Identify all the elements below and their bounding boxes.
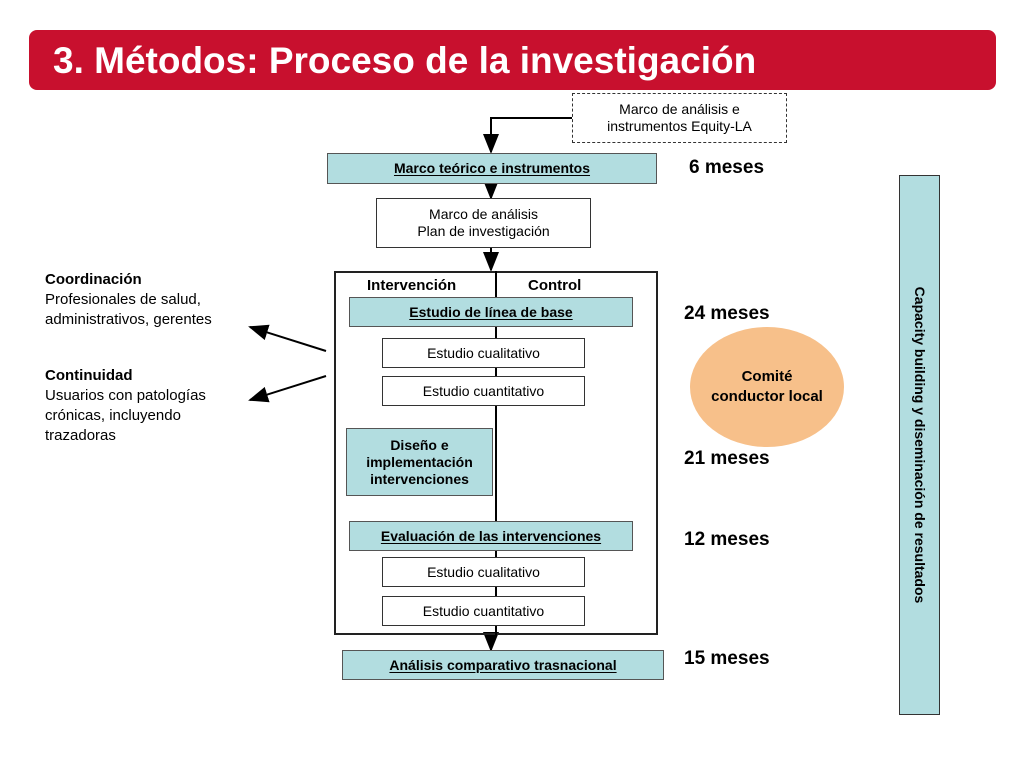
cuantitativo-2-label: Estudio cuantitativo <box>422 602 545 619</box>
equity-la-box: Marco de análisis e instrumentos Equity-… <box>572 93 787 143</box>
duration-label: 12 meses <box>684 529 770 550</box>
page-title: 3. Métodos: Proceso de la investigación <box>53 40 757 81</box>
coordinacion-line: Profesionales de salud, <box>45 291 201 308</box>
intervencion-label: Intervención <box>367 277 457 294</box>
diseno-line-3: intervenciones <box>370 470 469 487</box>
comite-line-2: conductor local <box>711 388 823 405</box>
equity-la-line-2: instrumentos Equity-LA <box>607 118 752 134</box>
cuantitativo-1-box: Estudio cuantitativo <box>382 376 585 406</box>
linea-base-label: Estudio de línea de base <box>409 303 573 320</box>
cualitativo-2-label: Estudio cualitativo <box>427 563 540 580</box>
frame-divider-line <box>495 271 497 635</box>
linea-base-box: Estudio de línea de base <box>349 297 633 327</box>
title-banner <box>29 30 996 90</box>
marco-teorico-box: Marco teórico e instrumentos <box>327 153 657 184</box>
cuantitativo-1-label: Estudio cuantitativo <box>422 382 545 399</box>
continuidad-line: crónicas, incluyendo <box>45 407 181 424</box>
continuidad-note: Continuidad Usuarios con patologías crón… <box>45 366 245 446</box>
marco-teorico-label: Marco teórico e instrumentos <box>393 160 591 176</box>
diseno-line-1: Diseño e <box>390 436 449 453</box>
coordinacion-line: administrativos, gerentes <box>45 311 212 328</box>
continuidad-line: Usuarios con patologías <box>45 387 206 404</box>
cualitativo-1-label: Estudio cualitativo <box>427 344 540 361</box>
coordinacion-title: Coordinación <box>45 271 142 288</box>
capacity-building-bar: Capacity building y diseminación de resu… <box>899 175 940 715</box>
cuantitativo-2-box: Estudio cuantitativo <box>382 596 585 626</box>
continuidad-title: Continuidad <box>45 367 133 384</box>
comite-oval: Comité conductor local <box>690 327 844 447</box>
comite-line-1: Comité <box>741 368 793 385</box>
coordinacion-note: Coordinación Profesionales de salud, adm… <box>45 270 245 330</box>
cualitativo-2-box: Estudio cualitativo <box>382 557 585 587</box>
diseno-box: Diseño e implementación intervenciones <box>346 428 493 496</box>
marco-analisis-line-2: Plan de investigación <box>417 223 550 239</box>
capacity-building-label: Capacity building y diseminación de resu… <box>911 286 928 604</box>
equity-la-line-1: Marco de análisis e <box>619 101 740 117</box>
evaluacion-label: Evaluación de las intervenciones <box>380 527 602 544</box>
control-label: Control <box>528 277 582 294</box>
arrow-to-coordinacion <box>248 324 327 352</box>
duration-label: 15 meses <box>684 648 770 669</box>
arrow-to-continuidad <box>248 375 327 403</box>
duration-label: 6 meses <box>689 157 765 178</box>
continuidad-line: trazadoras <box>45 427 116 444</box>
connector-equity-to-marco <box>483 117 572 154</box>
evaluacion-box: Evaluación de las intervenciones <box>349 521 633 551</box>
analisis-comparativo-box: Análisis comparativo trasnacional <box>342 650 664 680</box>
marco-analisis-box: Marco de análisis Plan de investigación <box>376 198 591 248</box>
diseno-line-2: implementación <box>366 453 473 470</box>
duration-label: 24 meses <box>684 303 770 324</box>
marco-analisis-line-1: Marco de análisis <box>429 206 538 222</box>
analisis-comparativo-label: Análisis comparativo trasnacional <box>389 656 617 673</box>
cualitativo-1-box: Estudio cualitativo <box>382 338 585 368</box>
duration-label: 21 meses <box>684 448 770 469</box>
